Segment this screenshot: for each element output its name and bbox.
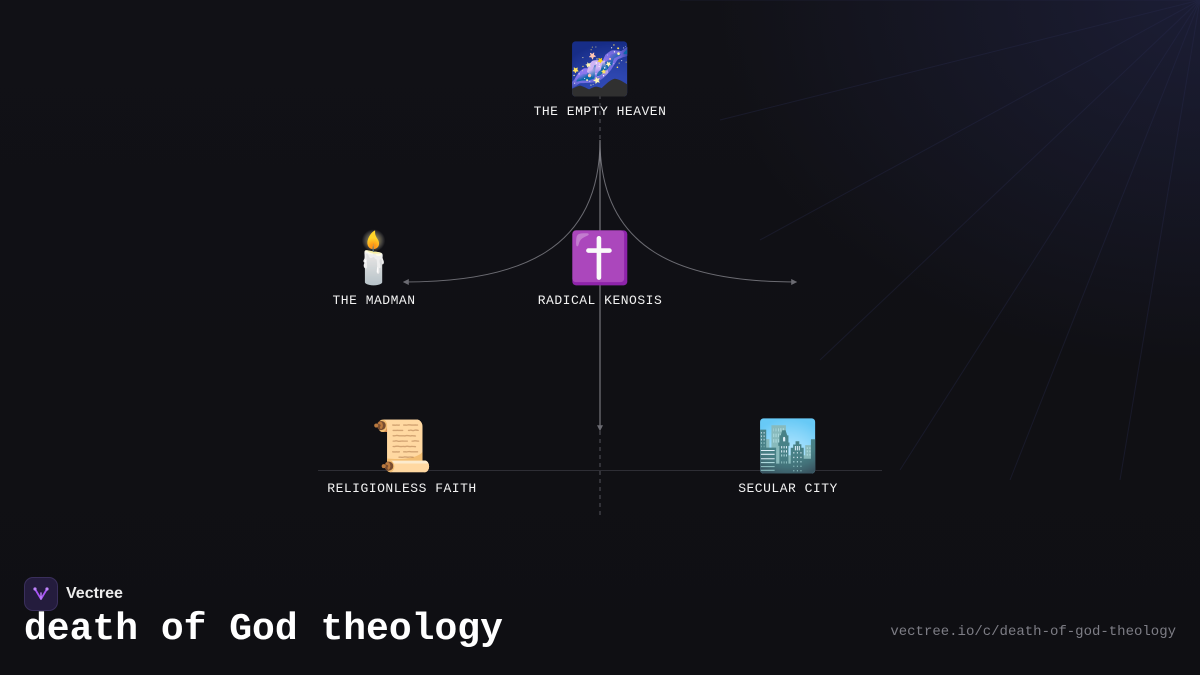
node-label: THE EMPTY HEAVEN xyxy=(533,104,667,119)
cityscape-icon: 🏙️ xyxy=(756,417,820,475)
brand-name: Vectree xyxy=(66,585,123,602)
brand[interactable]: Vectree xyxy=(24,577,123,611)
edge-to-madman xyxy=(402,139,601,285)
node-label: THE MADMAN xyxy=(332,293,416,308)
page-title: death of God theology xyxy=(24,608,503,651)
node-radical-kenosis[interactable]: ✝️ RADICAL KENOSIS xyxy=(490,229,710,308)
node-madman[interactable]: 🕯️ THE MADMAN xyxy=(264,229,484,308)
node-label: SECULAR CITY xyxy=(738,481,838,496)
node-religionless-faith[interactable]: 📜 RELIGIONLESS FAITH xyxy=(292,417,512,496)
candle-icon: 🕯️ xyxy=(342,229,406,287)
node-label: RELIGIONLESS FAITH xyxy=(327,481,477,496)
cross-icon: ✝️ xyxy=(568,229,632,287)
edge-to-right xyxy=(599,139,798,285)
node-empty-heaven[interactable]: 🌌 THE EMPTY HEAVEN xyxy=(490,40,710,119)
node-secular-city[interactable]: 🏙️ SECULAR CITY xyxy=(678,417,898,496)
scroll-icon: 📜 xyxy=(370,417,434,475)
vectree-logo-icon xyxy=(24,577,58,611)
background-rays xyxy=(680,0,1200,480)
node-label: RADICAL KENOSIS xyxy=(537,293,663,308)
galaxy-icon: 🌌 xyxy=(568,40,632,98)
page-url[interactable]: vectree.io/c/death-of-god-theology xyxy=(890,624,1176,640)
